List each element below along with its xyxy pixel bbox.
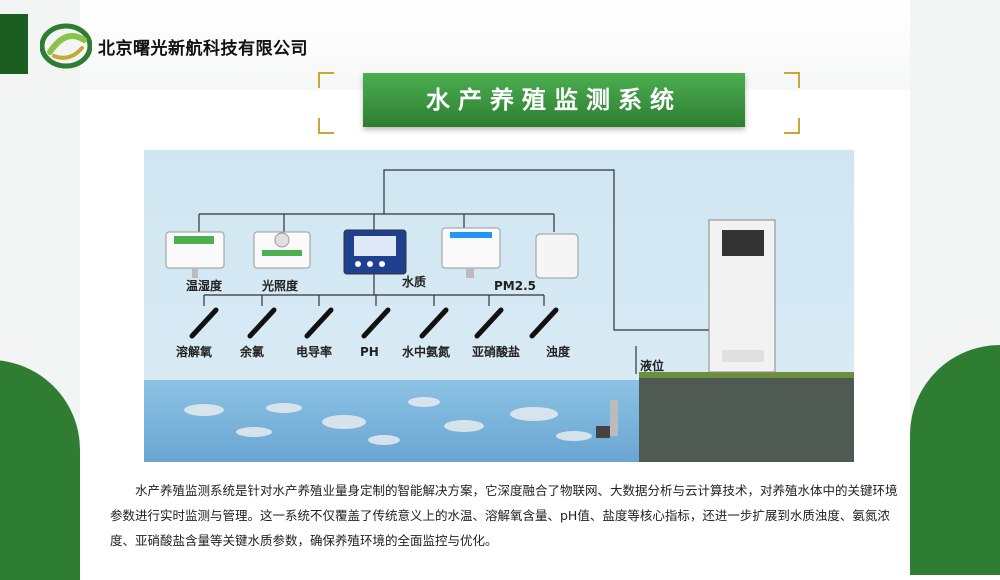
- label-light: 光照度: [261, 278, 299, 293]
- ground-block: [639, 376, 854, 462]
- description-text: 水产养殖监测系统是针对水产养殖业量身定制的智能解决方案，它深度融合了物联网、大数…: [110, 483, 898, 548]
- label-residual-chlorine: 余氯: [239, 344, 264, 359]
- title-corner-bottom-left: [318, 118, 334, 134]
- label-turbidity: 浊度: [546, 344, 571, 359]
- light-sensor: [253, 231, 311, 269]
- label-nitrite: 亚硝酸盐: [472, 344, 520, 359]
- temp-humidity-sensor: [165, 231, 225, 278]
- grass-strip: [639, 372, 854, 378]
- title-corner-bottom-right: [784, 118, 800, 134]
- label-pm25: PM2.5: [494, 279, 536, 293]
- label-ph: PH: [360, 345, 379, 359]
- label-ammonia: 水中氨氮: [402, 344, 450, 359]
- system-diagram: 温湿度 光照度 水质 PM2.5 溶解氧 余氯 电导率 PH 水中氨氮 亚硝酸盐…: [144, 150, 854, 462]
- pond-water: [144, 380, 644, 462]
- label-dissolved-oxygen: 溶解氧: [176, 344, 212, 359]
- pm25-sensor: [441, 227, 501, 278]
- left-accent-bar: [0, 14, 28, 74]
- box-sensor: [535, 233, 579, 279]
- company-name: 北京曙光新航科技有限公司: [98, 39, 308, 59]
- title-corner-top-left: [318, 72, 334, 88]
- label-conductivity: 电导率: [296, 344, 332, 359]
- right-green-decoration: [910, 345, 1000, 575]
- page-title: 水产养殖监测系统: [363, 73, 745, 127]
- label-water-quality: 水质: [402, 274, 426, 289]
- monitoring-cabinet: [708, 219, 776, 373]
- label-temp-humidity: 温湿度: [186, 278, 223, 293]
- company-logo-icon: [40, 23, 92, 69]
- level-sensor: [596, 400, 618, 438]
- probes: [189, 307, 559, 339]
- water-quality-controller: [343, 229, 407, 275]
- label-water-level: 液位: [640, 358, 664, 373]
- fish-school: [184, 397, 592, 445]
- title-corner-top-right: [784, 72, 800, 88]
